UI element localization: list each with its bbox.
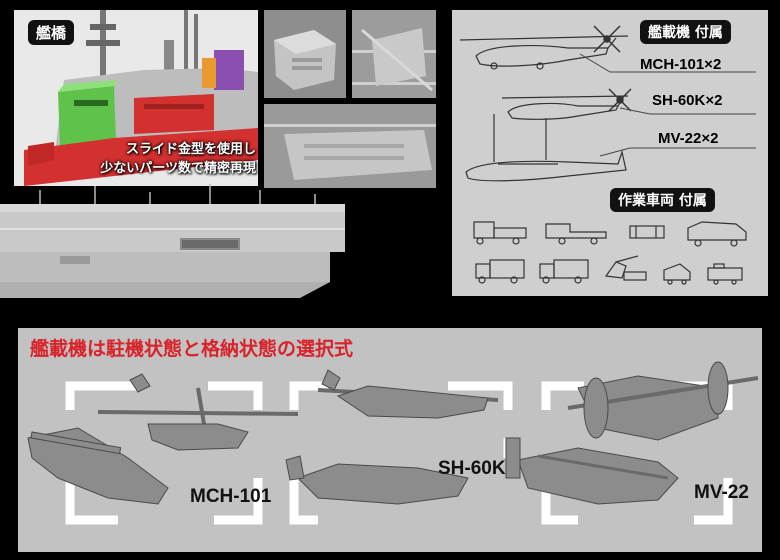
- vehicles-included-tag: 作業車両 付属: [610, 188, 715, 212]
- rotor-icon-1: [593, 25, 621, 53]
- rotor-icon-2: [608, 88, 632, 112]
- model-aircraft-photos: [27, 361, 759, 505]
- vehicle-line-drawings: [473, 221, 747, 285]
- caption-line-2: 少ないパーツ数で精密再現: [100, 161, 256, 176]
- aircraft-label-mch101: MCH-101×2: [640, 56, 722, 73]
- bottom-panel: [18, 328, 762, 552]
- bridge-tag: 艦橋: [28, 20, 75, 45]
- model-label-mch101: MCH-101: [190, 486, 272, 507]
- ship-profile: [0, 184, 345, 298]
- bridge-render-panel: [14, 10, 258, 186]
- aircraft-label-sh60k: SH-60K×2: [652, 92, 723, 109]
- part-photo-3: [264, 104, 436, 188]
- leader-lines: [579, 53, 756, 157]
- aircraft-label-mv22: MV-22×2: [658, 130, 719, 147]
- aircraft-line-drawings: [459, 35, 629, 182]
- bridge-illustration: [24, 10, 258, 186]
- aircraft-included-tag: 艦載機 付属: [640, 20, 731, 44]
- model-label-mv22: MV-22: [694, 482, 749, 503]
- bottom-headline: 艦載機は駐機状態と格納状態の選択式: [30, 338, 354, 360]
- bridge-caption: スライド金型を使用し 少ないパーツ数で精密再現: [62, 140, 256, 178]
- part-photo-1: [264, 10, 346, 98]
- model-label-sh60k: SH-60K: [438, 458, 506, 479]
- part-photo-2: [352, 10, 436, 98]
- caption-line-1: スライド金型を使用し: [125, 142, 256, 157]
